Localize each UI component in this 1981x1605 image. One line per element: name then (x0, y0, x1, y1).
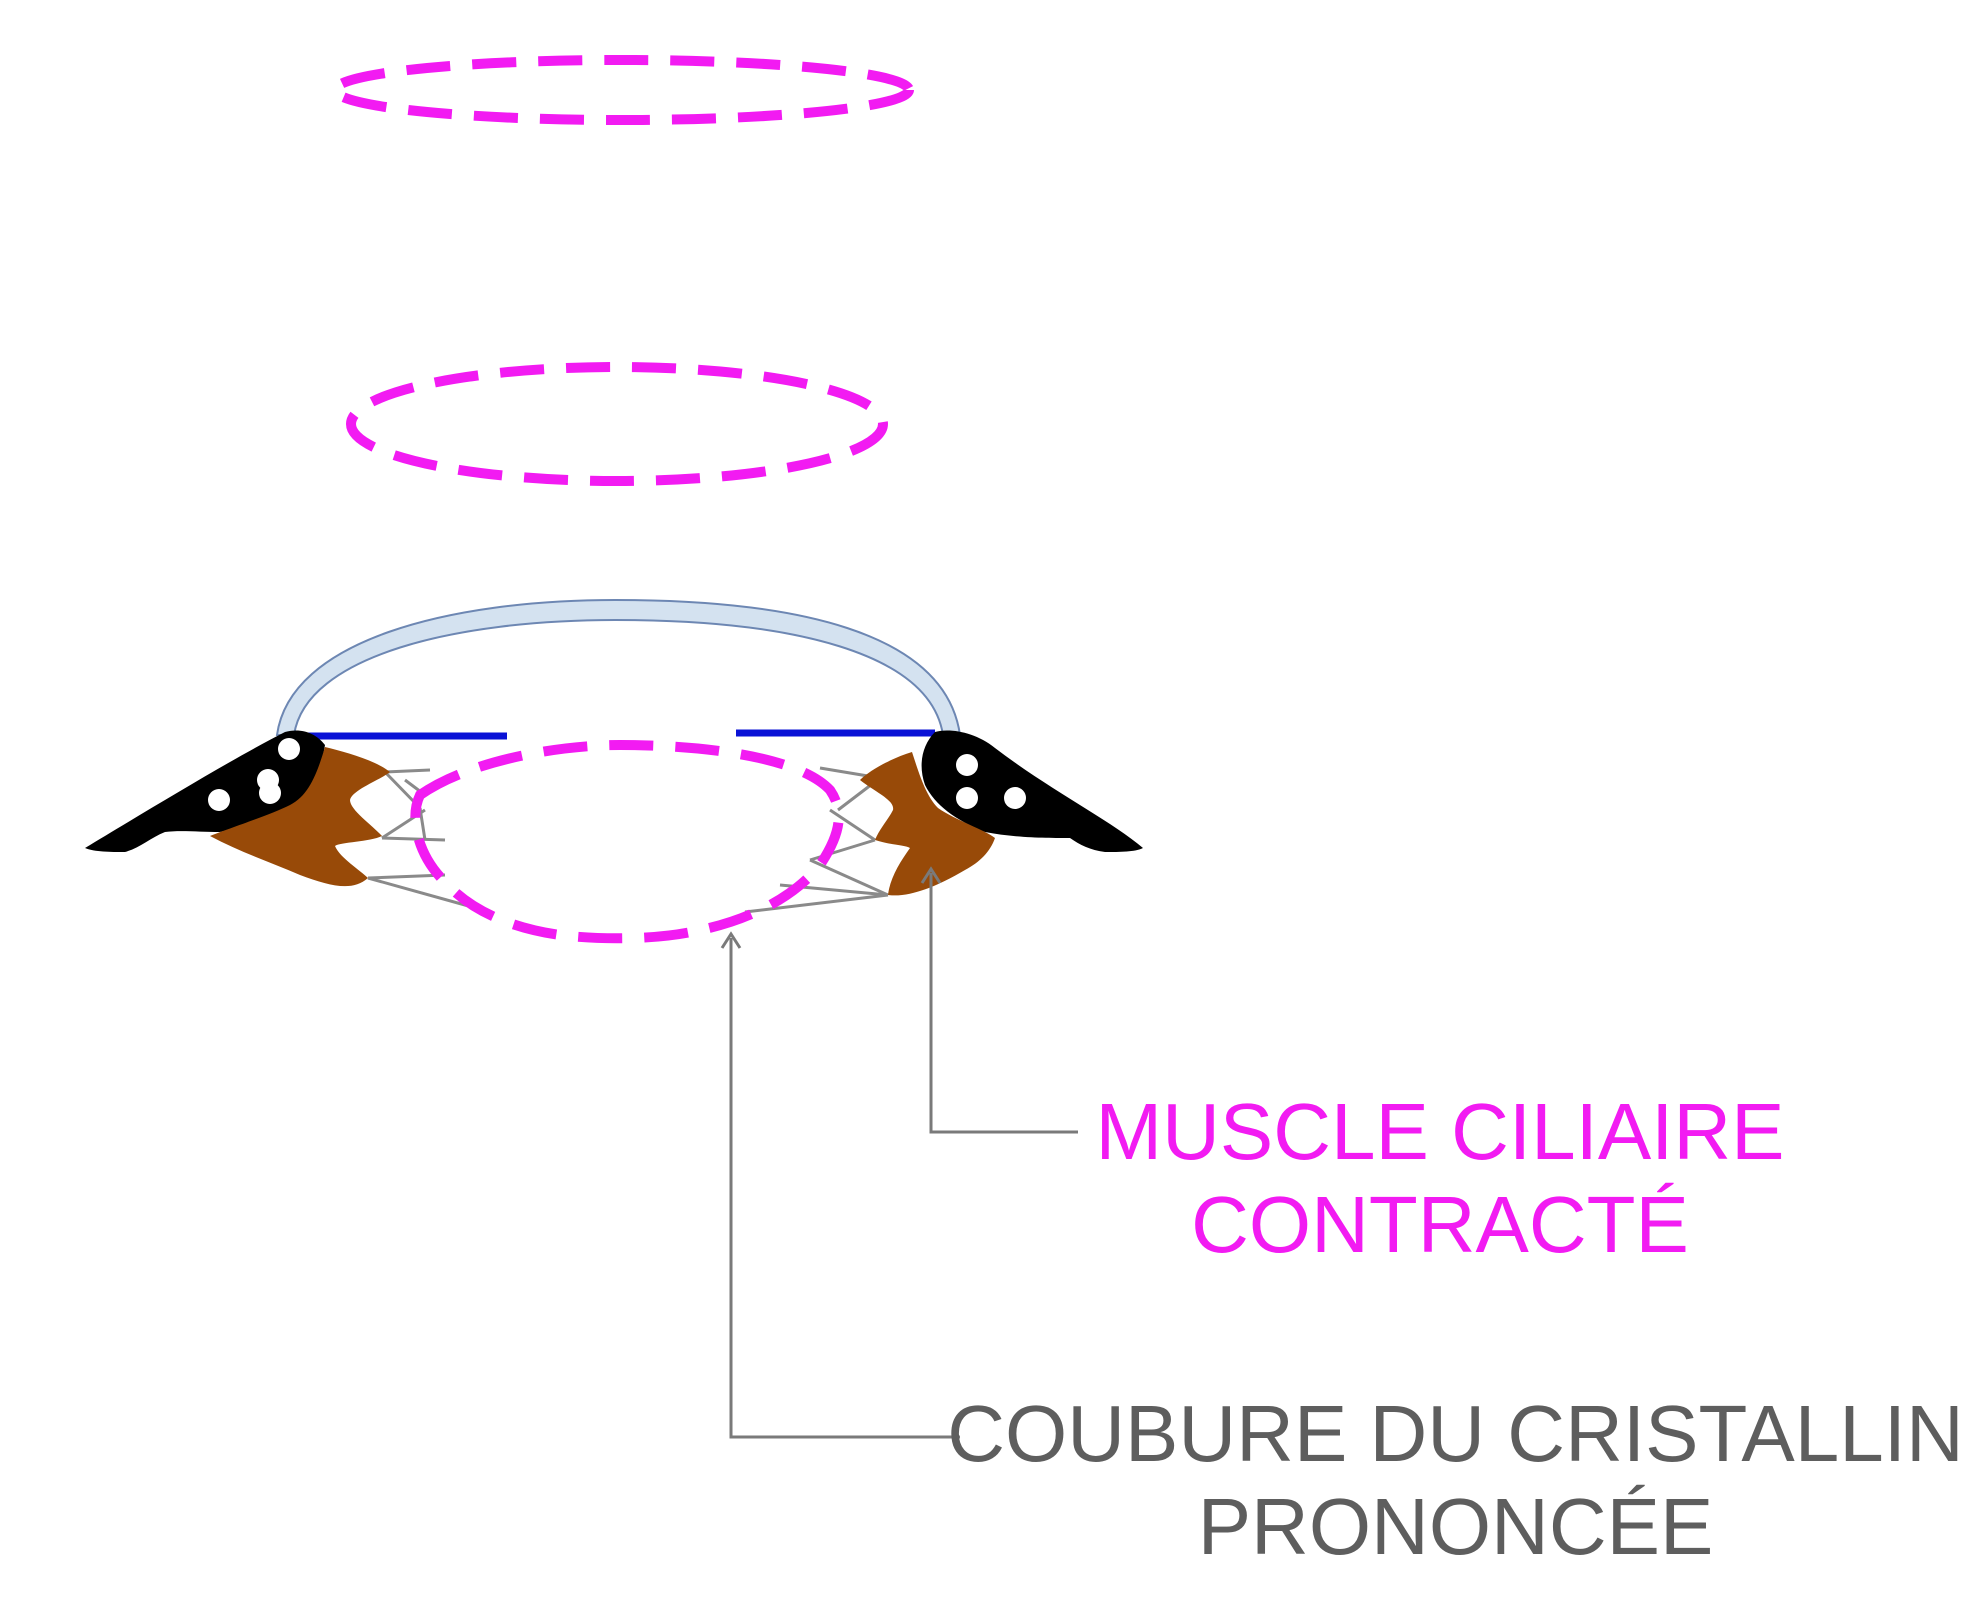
muscle-label: MUSCLE CILIAIRE CONTRACTÉ (1040, 1086, 1840, 1272)
cornea-arc (275, 598, 962, 736)
muscle-label-line1: MUSCLE CILIAIRE (1095, 1087, 1785, 1176)
leader-line-lens (729, 938, 960, 1439)
muscle-label-line2: CONTRACTÉ (1191, 1179, 1689, 1269)
lens-curvature-label: COUBURE DU CRISTALLIN PRONONCÉE (930, 1388, 1981, 1574)
top-dashed-ellipse (330, 55, 914, 125)
zonules-right (744, 766, 889, 914)
ciliary-muscle-right (860, 752, 995, 896)
arrowhead-muscle (920, 866, 942, 884)
lens-label-line1: COUBURE DU CRISTALLIN (947, 1389, 1964, 1478)
sclera-dots-left (208, 738, 300, 811)
lens-label-line2: PRONONCÉE (1197, 1481, 1714, 1571)
leader-line-muscle (929, 873, 1078, 1134)
sclera-dots-right (956, 754, 1026, 809)
lens-dashed-outline (410, 739, 844, 944)
arrowhead-lens (720, 931, 742, 949)
middle-dashed-ellipse (346, 362, 888, 486)
sclera-left (85, 730, 325, 852)
ciliary-muscle-left (210, 747, 390, 887)
